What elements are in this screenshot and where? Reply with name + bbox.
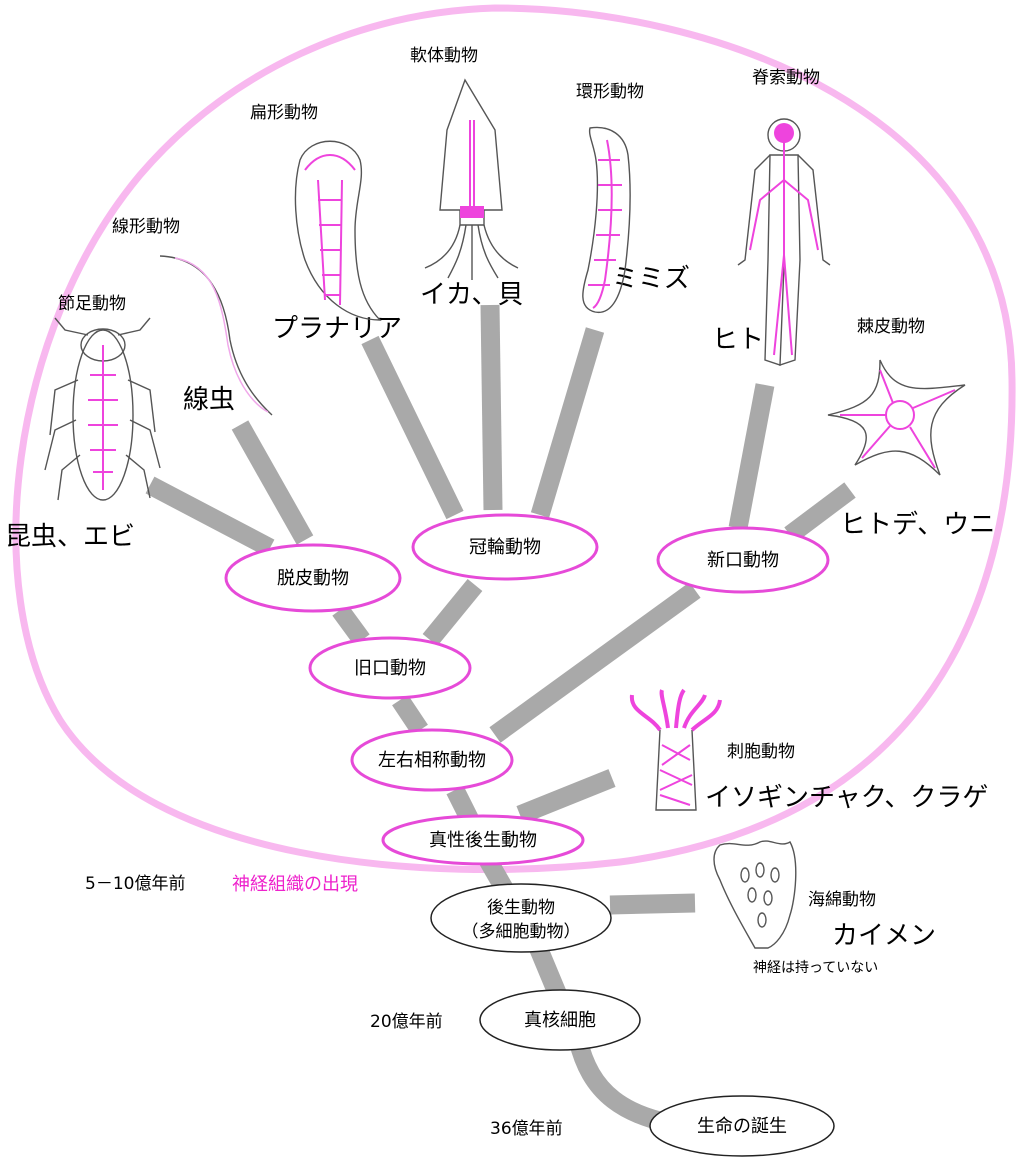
human-icon (737, 118, 831, 366)
node-eumetazoa: 真性後生動物 (381, 814, 585, 866)
sponge-icon (713, 840, 797, 949)
insect-icon (44, 317, 161, 501)
node-protostomia: 旧口動物 (308, 636, 472, 700)
starfish-icon (827, 359, 966, 476)
node-eukaryote: 真核細胞 (479, 989, 641, 1051)
branch-arthropoda (145, 476, 275, 557)
nervous-system-region (12, 4, 1016, 873)
phylum-annelida: 環形動物 (576, 82, 644, 102)
node-deuterostomia: 新口動物 (656, 526, 830, 594)
example-arthropoda: 昆虫、エビ (5, 522, 135, 552)
node-life-origin: 生命の誕生 (649, 1095, 835, 1157)
example-cnidaria: イソギンチャク、クラゲ (705, 783, 988, 813)
phylum-chordata: 脊索動物 (752, 68, 820, 88)
node-ecdysozoa: 脱皮動物 (224, 543, 402, 613)
node-label: 真核細胞 (524, 1010, 596, 1031)
sea-anemone-icon (629, 688, 722, 811)
example-platyhelminthes: プラナリア (272, 314, 402, 344)
branch-annelida (530, 327, 605, 518)
nematode-icon (159, 255, 273, 416)
example-porifera: カイメン (832, 921, 936, 951)
node-label: 生命の誕生 (697, 1116, 787, 1137)
node-label: 脱皮動物 (277, 568, 349, 589)
phylum-nematoda: 線形動物 (112, 217, 180, 237)
porifera-note: 神経は持っていない (753, 960, 878, 976)
planarian-icon (294, 140, 382, 321)
phylum-echinodermata: 棘皮動物 (857, 317, 925, 337)
branch-nematoda (231, 420, 314, 545)
phylum-arthropoda: 節足動物 (58, 294, 126, 314)
branch-echinodermata (784, 482, 856, 543)
phylum-porifera: 海綿動物 (808, 890, 876, 910)
example-mollusca: イカ、貝 (420, 280, 523, 310)
time-label-5-10: 5－10億年前 (85, 874, 185, 894)
phylum-cnidaria: 刺胞動物 (727, 742, 795, 762)
branch-porifera (609, 893, 696, 915)
branch-protostomia-ecdysozoa (332, 604, 370, 646)
phylum-mollusca: 軟体動物 (410, 46, 478, 66)
node-label: 後生動物 (487, 898, 555, 918)
node-label: 旧口動物 (354, 658, 426, 679)
node-lophotrochozoa: 冠輪動物 (411, 513, 599, 581)
squid-icon (424, 78, 519, 280)
branch-protostomia-lophotrochozoa (422, 578, 483, 647)
example-nematoda: 線虫 (183, 385, 235, 415)
branch-platyhelminthes (361, 335, 464, 520)
branch-mollusca (480, 304, 503, 511)
earthworm-icon (582, 126, 631, 313)
node-label: 冠輪動物 (469, 537, 541, 558)
node-label-sub: （多細胞動物） (462, 922, 581, 942)
node-label: 左右相称動物 (378, 750, 486, 771)
example-echinodermata: ヒトデ、ウニ (840, 510, 995, 540)
branch-bilateria-deuterostomia (489, 582, 701, 743)
node-bilateria: 左右相称動物 (350, 728, 514, 792)
node-label: 新口動物 (707, 550, 779, 571)
phylum-platyhelminthes: 扁形動物 (250, 103, 318, 123)
node-metazoa: 後生動物 （多細胞動物） (430, 883, 612, 953)
time-label-36: 36億年前 (490, 1119, 563, 1139)
branch-bilateria-protostomia (392, 694, 428, 736)
node-label: 真性後生動物 (429, 830, 537, 851)
branch-cnidaria (516, 769, 616, 824)
branch-chordata (728, 383, 775, 530)
example-chordata: ヒト (712, 325, 764, 355)
nerve-origin-label: 神経組織の出現 (232, 874, 358, 895)
time-label-20: 20億年前 (370, 1012, 443, 1032)
